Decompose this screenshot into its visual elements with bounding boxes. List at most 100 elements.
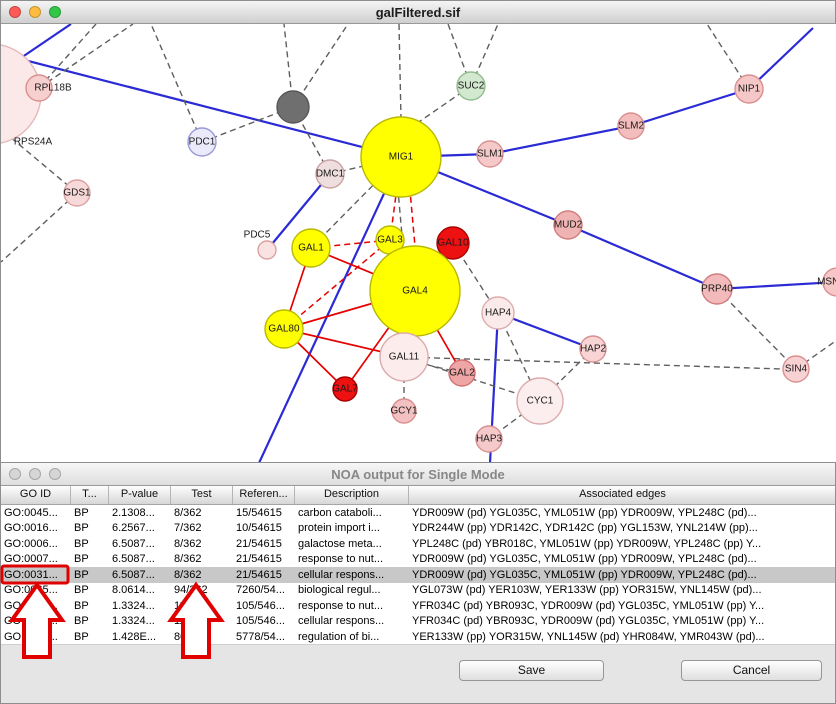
graph-node-NIP1[interactable]: NIP1 bbox=[734, 74, 764, 104]
graph-node-PDC1[interactable]: PDC1 bbox=[187, 127, 217, 157]
graph-node-GAL7[interactable]: GAL7 bbox=[332, 376, 358, 402]
cell-test: 8/362 bbox=[174, 553, 202, 566]
graph-node-GAL11[interactable]: GAL11 bbox=[379, 332, 429, 382]
graph-edge bbox=[8, 135, 78, 194]
graph-node-label: GDS1 bbox=[63, 188, 91, 199]
graph-node-GAL2[interactable]: GAL2 bbox=[448, 359, 476, 387]
graph-edge bbox=[398, 24, 402, 120]
close-button[interactable] bbox=[9, 468, 21, 480]
cell-go-id: GO:0007... bbox=[4, 553, 58, 566]
noa-window-titlebar[interactable]: NOA output for Single Mode bbox=[1, 463, 835, 486]
graph-node-label: HAP3 bbox=[476, 434, 503, 445]
graph-node-DMC1[interactable]: DMC1 bbox=[315, 159, 345, 189]
cell-reference: 105/546... bbox=[236, 615, 285, 628]
graph-node-gray-node[interactable] bbox=[276, 90, 310, 124]
graph-node-MUD2[interactable]: MUD2 bbox=[553, 210, 583, 240]
graph-node-PRP40[interactable]: PRP40 bbox=[701, 273, 733, 305]
column-header-go-id[interactable]: GO ID bbox=[1, 486, 71, 504]
graph-node-SLM1[interactable]: SLM1 bbox=[476, 140, 504, 168]
graph-edge bbox=[38, 24, 134, 89]
graph-node-PDC5[interactable]: PDC5 bbox=[244, 230, 277, 260]
cell-reference: 21/54615 bbox=[236, 568, 282, 581]
cell-go-id: GO:0006... bbox=[4, 537, 58, 550]
noa-output-window: NOA output for Single Mode GO ID T... P-… bbox=[0, 462, 836, 704]
graph-node-label: GAL7 bbox=[332, 384, 358, 395]
graph-node-MIG1[interactable]: MIG1 bbox=[360, 116, 442, 198]
column-header-test[interactable]: Test bbox=[171, 486, 233, 504]
graph-node-GCY1[interactable]: GCY1 bbox=[390, 398, 418, 424]
cancel-button[interactable]: Cancel bbox=[681, 660, 822, 681]
graph-node-GAL4[interactable]: GAL4 bbox=[369, 245, 461, 337]
cell-p-value: 6.5087... bbox=[112, 537, 155, 550]
graph-node-label: MSN5 bbox=[817, 277, 836, 288]
zoom-button[interactable] bbox=[49, 468, 61, 480]
graph-node-HAP3[interactable]: HAP3 bbox=[475, 425, 503, 453]
graph-node-label: PDC5 bbox=[244, 230, 271, 241]
cell-p-value: 2.1308... bbox=[112, 506, 155, 519]
graph-node-label: RPS24A bbox=[14, 137, 53, 148]
zoom-button[interactable] bbox=[49, 6, 61, 18]
graph-node-GDS1[interactable]: GDS1 bbox=[63, 179, 91, 207]
graph-node-label: PDC1 bbox=[189, 137, 216, 148]
cell-test: 8/362 bbox=[174, 537, 202, 550]
cell-p-value: 1.428E... bbox=[112, 630, 157, 643]
cell-go-id: GO:0031... bbox=[4, 568, 58, 581]
network-window-title: galFiltered.sif bbox=[375, 4, 461, 20]
graph-node-GAL1[interactable]: GAL1 bbox=[291, 228, 331, 268]
column-header-p-value[interactable]: P-value bbox=[109, 486, 171, 504]
graph-node-MSN5[interactable]: MSN5 bbox=[817, 267, 836, 297]
cell-edges: YGL073W (pd) YER103W, YER133W (pp) YOR31… bbox=[412, 584, 762, 597]
column-header-type[interactable]: T... bbox=[71, 486, 109, 504]
cell-test: 94/362 bbox=[174, 584, 208, 597]
save-button[interactable]: Save bbox=[459, 660, 604, 681]
cell-type: BP bbox=[74, 568, 89, 581]
cell-type: BP bbox=[74, 615, 89, 628]
cell-type: BP bbox=[74, 506, 89, 519]
cell-p-value: 1.3324... bbox=[112, 599, 155, 612]
graph-node-label: RPL18B bbox=[34, 83, 72, 94]
graph-node-HAP2[interactable]: HAP2 bbox=[579, 335, 607, 363]
network-window-titlebar[interactable]: galFiltered.sif bbox=[1, 1, 835, 24]
cell-go-id: GO:0009... bbox=[4, 599, 58, 612]
graph-node-SIN4[interactable]: SIN4 bbox=[782, 355, 810, 383]
graph-node-HAP4[interactable]: HAP4 bbox=[481, 296, 515, 330]
graph-node-GAL10[interactable]: GAL10 bbox=[436, 226, 470, 260]
noa-window-title: NOA output for Single Mode bbox=[331, 466, 505, 482]
graph-edge bbox=[630, 87, 750, 128]
graph-node-label: GAL4 bbox=[402, 286, 428, 297]
graph-node-label: GCY1 bbox=[390, 406, 418, 417]
graph-node-SUC2[interactable]: SUC2 bbox=[456, 71, 486, 101]
graph-node-SLM2[interactable]: SLM2 bbox=[617, 112, 645, 140]
graph-node-CYC1[interactable]: CYC1 bbox=[516, 377, 564, 425]
graph-node-RPL18B[interactable]: RPL18B bbox=[25, 74, 72, 102]
cell-p-value: 8.0614... bbox=[112, 584, 155, 597]
column-header-reference[interactable]: Referen... bbox=[233, 486, 295, 504]
cell-edges: YFR034C (pd) YBR093C, YDR009W (pd) YGL03… bbox=[412, 615, 765, 628]
minimize-button[interactable] bbox=[29, 468, 41, 480]
column-header-description[interactable]: Description bbox=[295, 486, 409, 504]
minimize-button[interactable] bbox=[29, 6, 41, 18]
cell-reference: 15/54615 bbox=[236, 506, 282, 519]
graph-edge bbox=[283, 239, 391, 330]
graph-node-GAL80[interactable]: GAL80 bbox=[264, 309, 304, 349]
cell-description: galactose meta... bbox=[298, 537, 382, 550]
graph-edge bbox=[1, 192, 78, 263]
cell-go-id: GO:0031... bbox=[4, 615, 58, 628]
graph-node-label: SUC2 bbox=[458, 81, 485, 92]
graph-node-label: HAP2 bbox=[580, 344, 607, 355]
close-button[interactable] bbox=[9, 6, 21, 18]
graph-node-label: CYC1 bbox=[527, 396, 554, 407]
cell-test: 11/362 bbox=[174, 615, 207, 628]
column-header-associated-edges[interactable]: Associated edges bbox=[409, 486, 836, 504]
